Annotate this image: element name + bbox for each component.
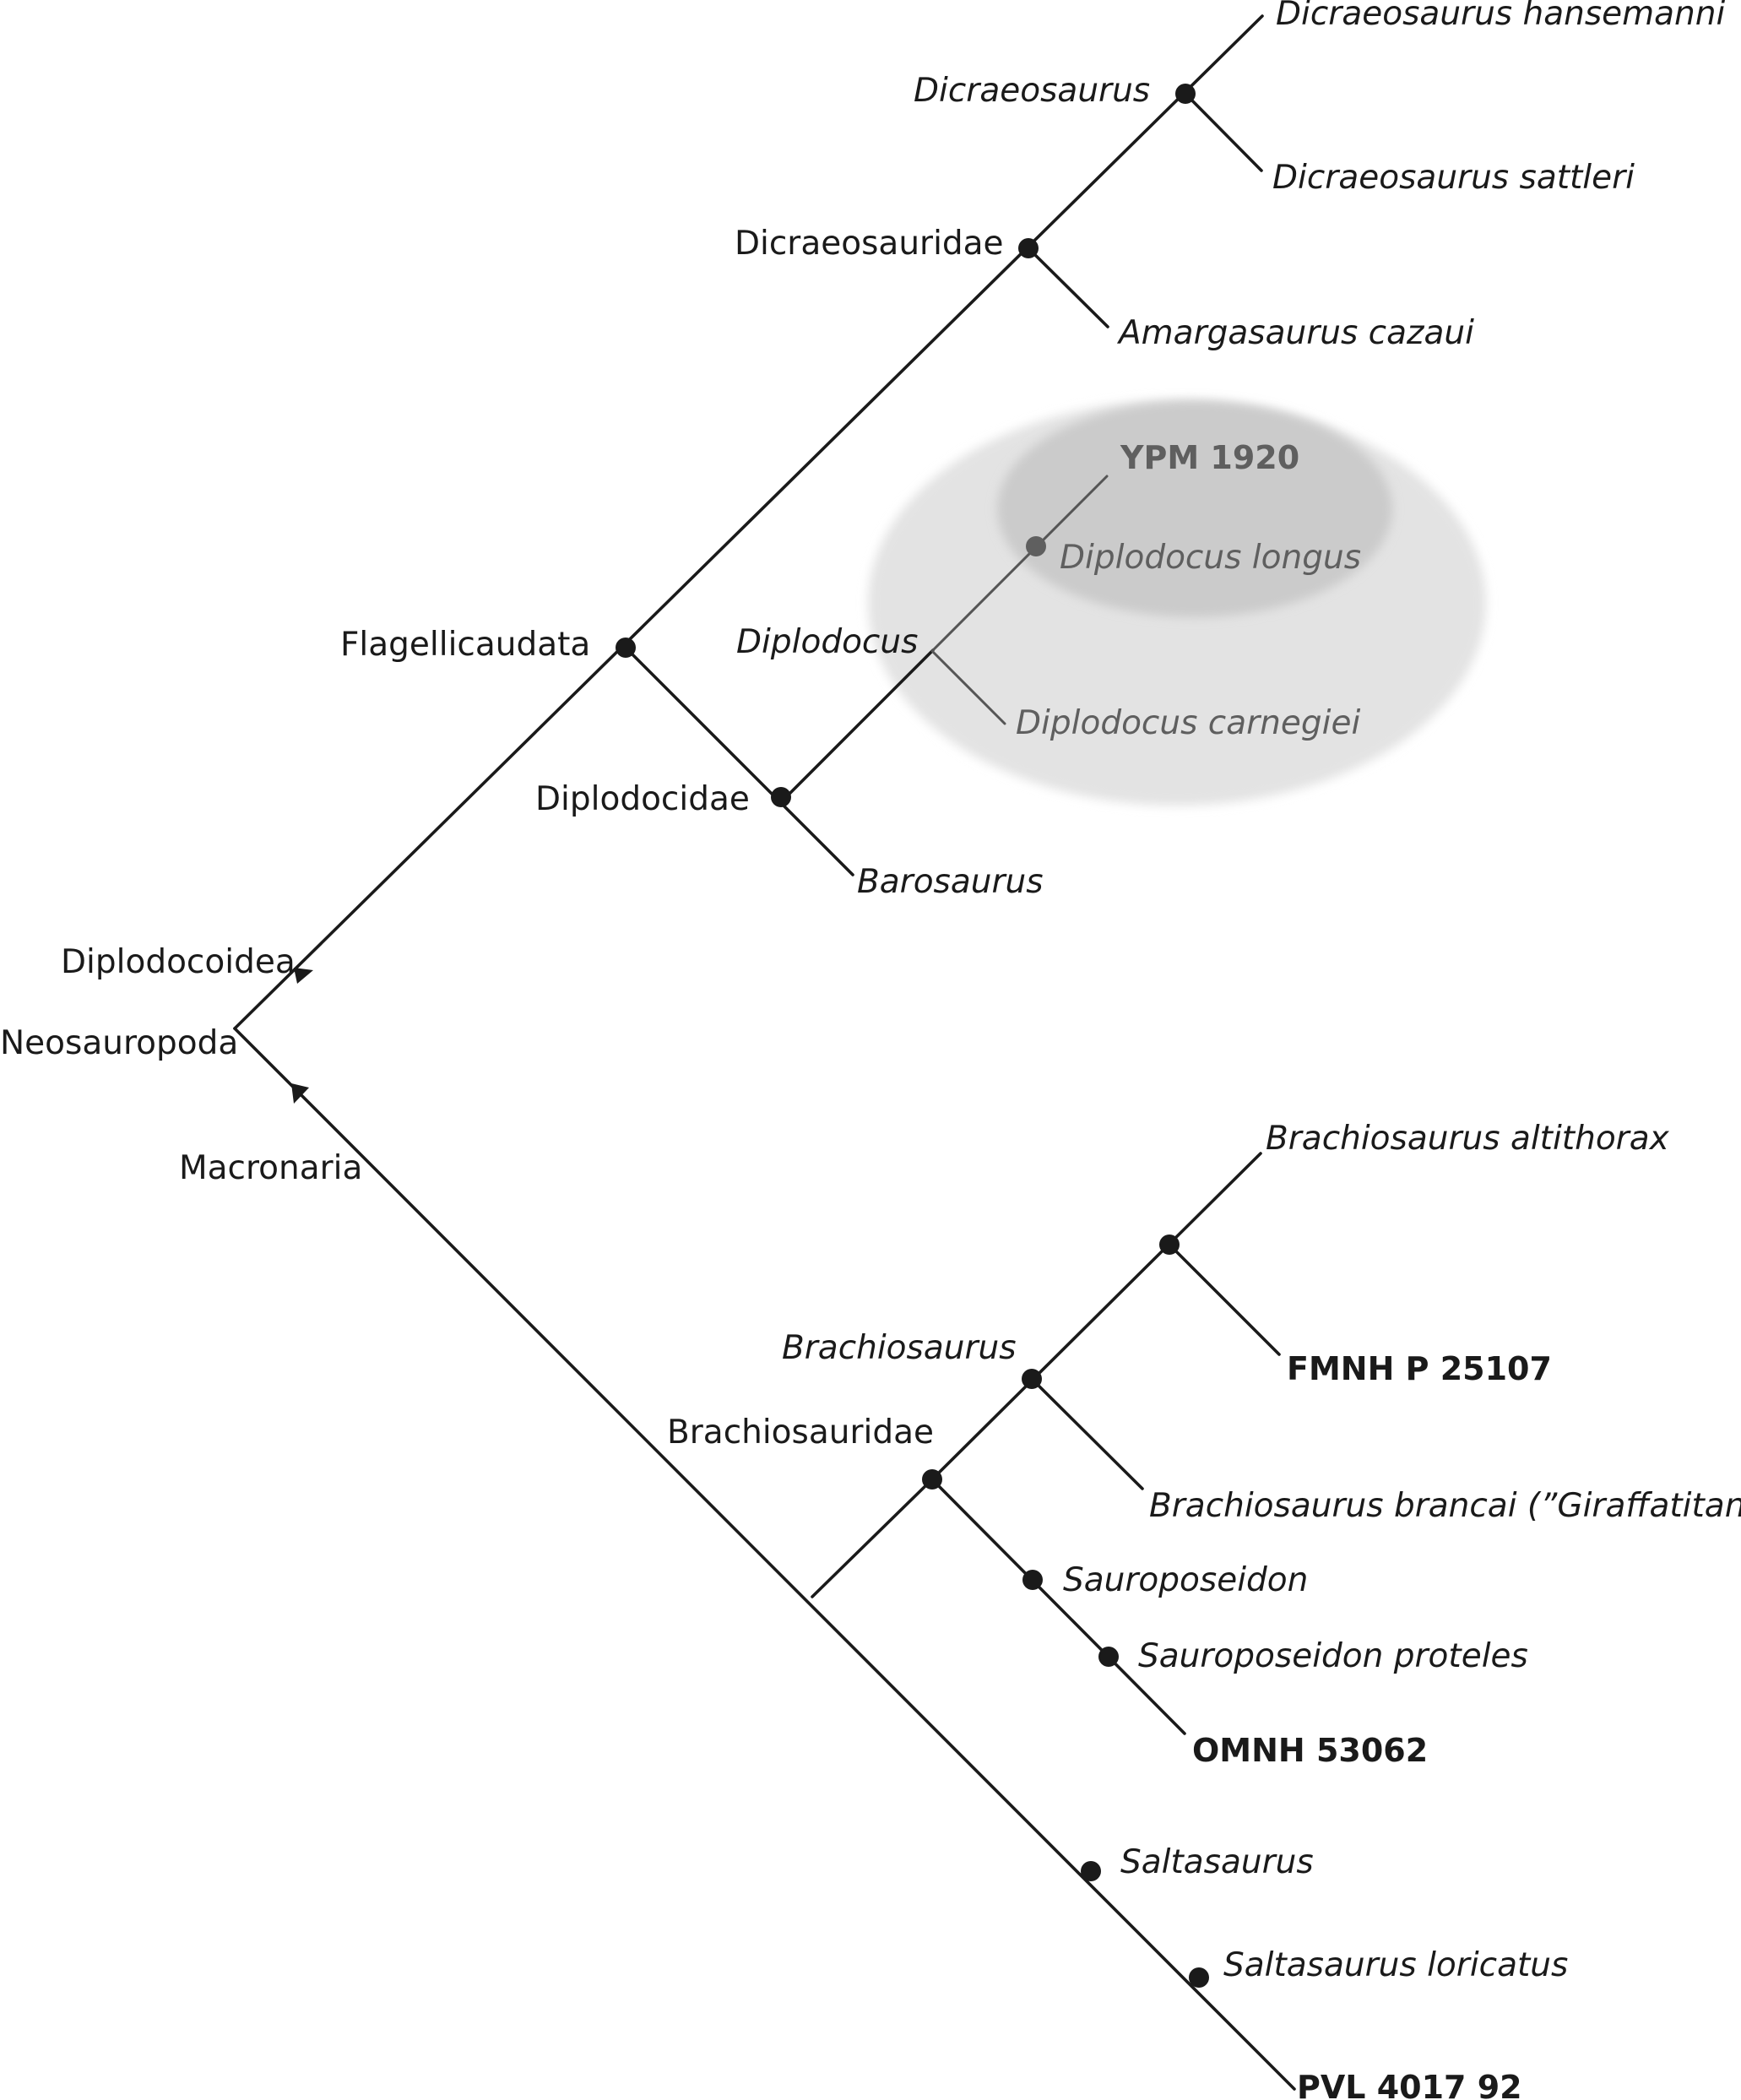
node-brachiosauridae [922,1469,942,1490]
taxon-sauroposeidon-proteles: Sauroposeidon proteles [1138,1637,1528,1675]
clade-label-neosauropoda: Neosauropoda [0,1024,238,1062]
diplodocoidea-arrow [294,968,313,984]
clade-label-dicraeosaurus: Dicraeosaurus [914,72,1150,110]
node-saltasaurus-loricatus [1189,1967,1209,1988]
node-flagellicaudata [616,638,636,658]
specimen-ypm-1920: YPM 1920 [1120,439,1299,476]
clade-label-diplodocoidea: Diplodocoidea [61,943,296,981]
taxon-diplodocus-carnegiei: Diplodocus carnegiei [1016,704,1360,742]
node-brachiosaurus-altithorax-group [1159,1234,1180,1255]
clade-label-sauroposeidon: Sauroposeidon [1063,1561,1308,1599]
macronaria-arrow [291,1083,309,1104]
specimen-omnh-53062: OMNH 53062 [1192,1732,1428,1769]
diplodocus-highlight-inner [997,401,1392,617]
branch-diplodocus-carnegiei [930,649,1006,725]
branch-fmnh-p-25107 [1168,1243,1281,1356]
taxon-dicraeosaurus-hansemanni: Dicraeosaurus hansemanni [1276,0,1725,33]
branch-brachiosaurus-brancai [1030,1377,1144,1490]
node-dicraeosaurus [1175,84,1196,104]
specimen-pvl-4017-92: PVL 4017 92 [1297,2069,1522,2100]
branch-diplodocidae [624,646,854,876]
node-sauroposeidon-proteles [1098,1647,1119,1667]
clade-label-diplodocus: Diplodocus [736,623,918,661]
taxon-brachiosaurus-brancai: Brachiosaurus brancai (”Giraffatitan”) [1149,1487,1741,1525]
node-sauroposeidon [1022,1570,1043,1590]
clade-label-diplodocidae: Diplodocidae [535,780,750,818]
clade-label-flagellicaudata: Flagellicaudata [340,626,590,664]
clade-label-brachiosauridae: Brachiosauridae [667,1414,934,1452]
taxon-barosaurus: Barosaurus [857,863,1044,901]
branch-brachiosauridae-stem [811,1478,934,1598]
branch-brachiosaurus [930,1152,1262,1481]
branch-diplodocus [779,648,935,804]
node-diplodocus-longus [1026,536,1046,556]
taxon-diplodocus-longus: Diplodocus longus [1060,539,1361,577]
taxon-amargasaurus-cazaui: Amargasaurus cazaui [1116,314,1474,352]
taxon-dicraeosaurus-sattleri: Dicraeosaurus sattleri [1272,159,1635,197]
clade-label-saltasaurus: Saltasaurus [1120,1843,1314,1881]
node-dicraeosauridae [1018,238,1039,258]
taxon-brachiosaurus-altithorax: Brachiosaurus altithorax [1266,1120,1670,1158]
taxon-saltasaurus-loricatus: Saltasaurus loricatus [1223,1946,1568,1984]
branch-dicraeosaurus-sattleri [1184,92,1263,172]
clade-label-brachiosaurus: Brachiosaurus [782,1329,1017,1367]
branch-neosauropoda-diplodocoidea [233,14,1264,1030]
specimen-fmnh-p-25107: FMNH P 25107 [1287,1350,1552,1387]
node-diplodocidae [771,787,791,807]
branch-amargasaurus [1027,247,1109,328]
branch-neosauropoda-macronaria [233,1027,1296,2091]
clade-label-macronaria: Macronaria [179,1149,362,1187]
node-saltasaurus [1081,1861,1101,1881]
branch-sauroposeidon [930,1478,1186,1735]
branch-ypm-1920 [931,475,1109,652]
node-brachiosaurus [1022,1369,1042,1389]
clade-label-dicraeosauridae: Dicraeosauridae [735,225,1004,263]
